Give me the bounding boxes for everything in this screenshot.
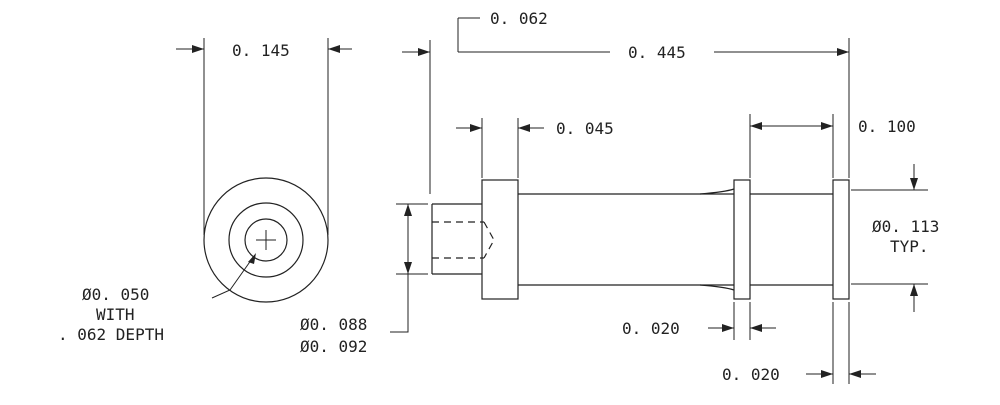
hole-note-leader [211,255,255,299]
end-flange [832,179,850,300]
dim-020b-right-arrow [849,370,861,378]
side-view: 0. 062 0. 445 0. 045 0. 100 Ø0. 113 TYP. [300,9,939,384]
dim-020a-left-arrow [722,324,734,332]
dim-020b-label: 0. 020 [722,365,780,384]
dim-020a-right-arrow [750,324,762,332]
dim-145-label: 0. 145 [232,41,290,60]
middle-circle [228,202,304,278]
dim-113-top-arrow [910,178,918,190]
dim-092-label: Ø0. 092 [300,337,367,356]
dim-113-bottom-arrow [910,284,918,296]
dim-062-label: 0. 062 [490,9,548,28]
dim-020b-left-arrow [821,370,833,378]
dim-100-left-arrow [750,122,762,130]
head-flange [481,179,519,300]
dim-145-right-arrow [328,45,340,53]
hole-note-arrow [248,253,256,264]
outer-circle [203,177,329,303]
dim-100-right-arrow [821,122,833,130]
dim-445-label: 0. 445 [628,43,686,62]
end-view: 0. 145 Ø0. 050 WITH . 062 DEPTH [58,38,352,344]
hole-note-line-2: WITH [96,305,135,324]
dim-113-label: Ø0. 113 [872,217,939,236]
dim-045-label: 0. 045 [556,119,614,138]
dim-088-label: Ø0. 088 [300,315,367,334]
hole-note-line-1: Ø0. 050 [82,285,149,304]
dim-113-typ-label: TYP. [890,237,929,256]
middle-flange [733,179,751,300]
body-top-taper [699,188,735,195]
dim-100-label: 0. 100 [858,117,916,136]
hole-note-line-3: . 062 DEPTH [58,325,164,344]
dim-088-top-arrow [404,204,412,216]
dim-145-left-arrow [192,45,204,53]
dim-020a-label: 0. 020 [622,319,680,338]
dim-088-bottom-arrow [404,262,412,274]
hidden-drill-point [483,221,495,259]
hole-circle [244,218,288,262]
dim-088-leader [390,274,409,333]
dim-445-right-arrow [837,48,849,56]
dim-045-left-arrow [470,124,482,132]
body-bottom-taper [699,284,735,291]
dim-045-right-arrow [518,124,530,132]
dim-062-arrow [418,48,430,56]
